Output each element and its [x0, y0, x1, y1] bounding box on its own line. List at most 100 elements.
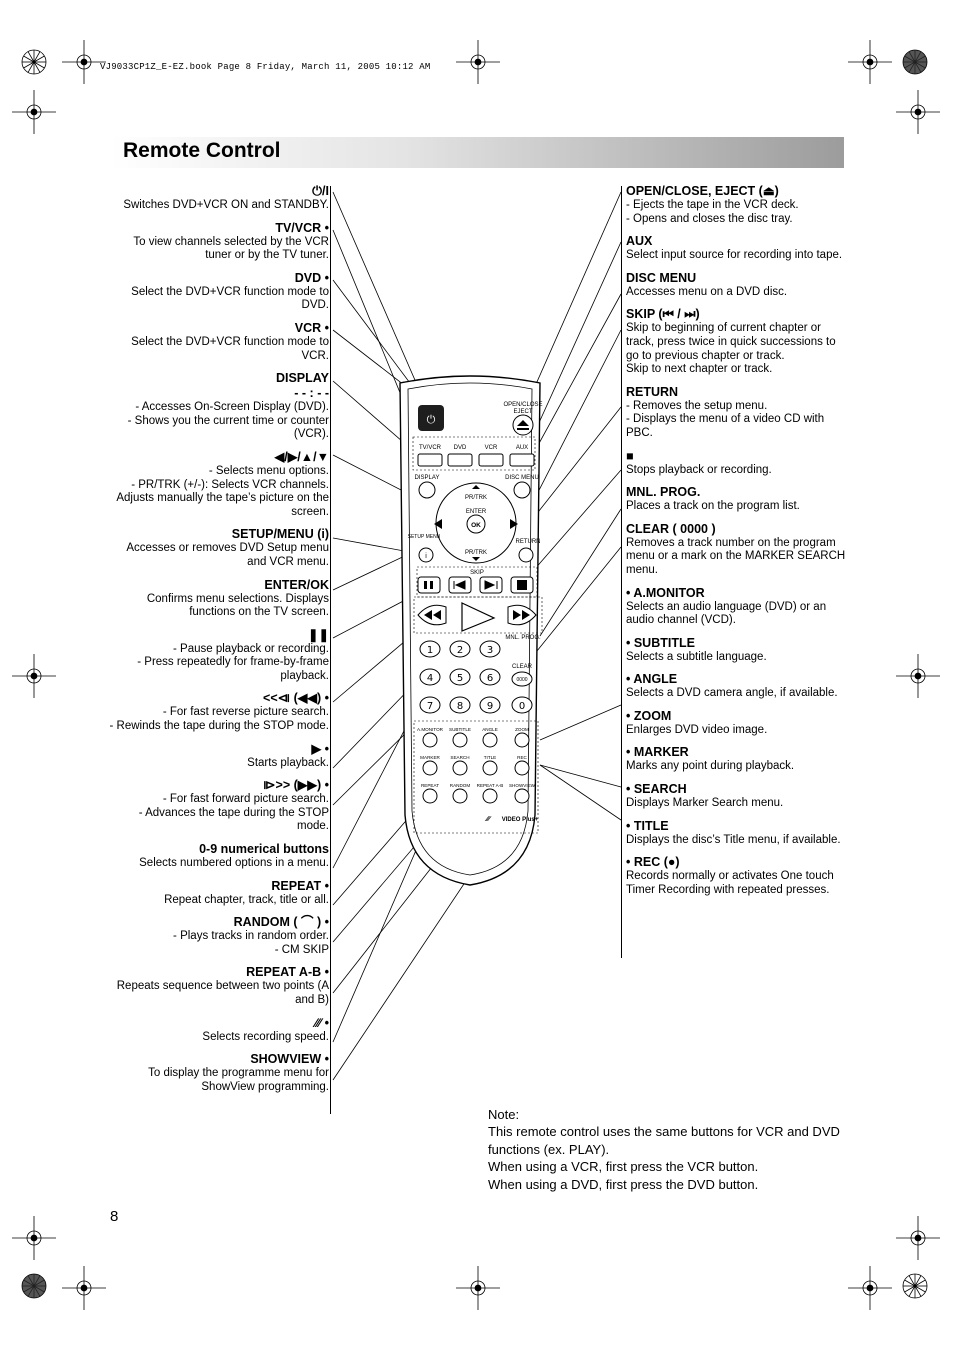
target-ray-icon	[33, 1285, 41, 1297]
return-button[interactable]	[518, 547, 534, 563]
pr-trk-down-label: PR/TRK	[465, 550, 487, 556]
description-item: MNL. PROG.Places a track on the program …	[626, 485, 848, 514]
digit-label: 4	[427, 673, 433, 684]
function-key-button[interactable]	[514, 732, 530, 748]
function-key-button[interactable]	[514, 760, 530, 776]
target-ray-icon	[33, 1275, 41, 1287]
function-key-button[interactable]	[482, 760, 498, 776]
item-description: Enlarges DVD video image.	[626, 723, 768, 736]
target-ray-icon	[33, 55, 45, 63]
item-description: - Pause playback or recording. - Press r…	[137, 642, 329, 682]
disc-menu-button[interactable]	[513, 481, 531, 499]
item-label: AUX	[626, 234, 653, 249]
target-ray-icon	[904, 1279, 916, 1287]
function-key-label: SUBTITLE	[449, 727, 471, 732]
description-item: REPEAT •Repeat chapter, track, title or …	[109, 879, 329, 908]
digit-button[interactable]	[419, 696, 441, 714]
tv-vcr-button[interactable]	[417, 453, 443, 467]
description-item: CLEAR ( 0000 )Removes a track number on …	[626, 522, 848, 578]
digit-button[interactable]	[419, 640, 441, 658]
digit-button[interactable]	[449, 696, 471, 714]
item-label: • ANGLE	[626, 672, 678, 687]
digit-button[interactable]	[449, 668, 471, 686]
rewind-button[interactable]	[417, 604, 447, 626]
item-description: - Plays tracks in random order. - CM SKI…	[173, 930, 329, 956]
item-label: RETURN	[626, 384, 679, 399]
function-key-button[interactable]	[422, 788, 438, 804]
item-description: - Selects menu options. - PR/TRK (+/-): …	[116, 464, 329, 518]
item-label: SETUP/MENU (i)	[231, 527, 329, 542]
play-button[interactable]	[461, 602, 496, 632]
function-key-button[interactable]	[452, 760, 468, 776]
dvd-button[interactable]	[447, 453, 473, 467]
function-key-button[interactable]	[452, 732, 468, 748]
function-key-button[interactable]	[452, 788, 468, 804]
item-description: Selects a DVD camera angle, if available…	[626, 687, 838, 700]
stop-button[interactable]	[510, 576, 534, 594]
skip-forward-button[interactable]	[479, 576, 503, 594]
ok-button[interactable]	[466, 514, 486, 534]
target-ray-icon	[914, 1285, 926, 1293]
item-description: Records normally or activates One touch …	[626, 870, 834, 896]
digit-label: 1	[427, 645, 433, 656]
function-key-button[interactable]	[482, 788, 498, 804]
clear-button[interactable]	[511, 671, 533, 687]
item-label: VCR •	[294, 320, 329, 335]
eject-button[interactable]	[512, 414, 534, 436]
item-description: Displays Marker Search menu.	[626, 797, 784, 810]
registration-dot-icon	[474, 58, 482, 66]
function-key-button[interactable]	[422, 732, 438, 748]
aux-button[interactable]	[509, 453, 535, 467]
function-key-button[interactable]	[482, 732, 498, 748]
arrow-left-icon[interactable]	[434, 519, 442, 529]
item-description: Confirms menu selections. Displays funct…	[146, 592, 329, 619]
digit-button[interactable]	[449, 640, 471, 658]
item-description: Selects a subtitle language.	[626, 650, 767, 663]
digit-button[interactable]	[479, 696, 501, 714]
item-description: Skip to beginning of current chapter or …	[626, 322, 836, 376]
digit-button[interactable]	[419, 668, 441, 686]
arrow-up-icon[interactable]	[472, 485, 480, 489]
item-label: • ZOOM	[626, 708, 672, 723]
power-button[interactable]: ⏻	[418, 405, 444, 431]
digit-button[interactable]	[479, 640, 501, 658]
target-ray-icon	[27, 61, 35, 73]
digit-label: 8	[457, 701, 463, 712]
item-label: ❚❚	[308, 627, 329, 642]
function-key-label: A.MONITOR	[417, 727, 444, 732]
arrow-down-icon[interactable]	[472, 557, 480, 561]
function-key-button[interactable]	[514, 788, 530, 804]
target-ray-icon	[908, 1285, 916, 1297]
item-label: CLEAR ( 0000 )	[626, 521, 716, 536]
fast-forward-button[interactable]	[507, 604, 537, 626]
item-description: Places a track on the program list.	[626, 500, 800, 513]
description-item: ∕∕∕ •Selects recording speed.	[109, 1016, 329, 1045]
arrow-right-icon[interactable]	[510, 519, 518, 529]
description-item: DISPLAY- - : - -- Accesses On-Screen Dis…	[109, 371, 329, 442]
digit-button[interactable]	[479, 668, 501, 686]
item-label: ▶ •	[311, 741, 329, 756]
target-ray-icon	[23, 55, 35, 63]
display-button[interactable]	[418, 481, 436, 499]
item-label: ◀/▶/▲/▼	[274, 449, 329, 464]
digit-button[interactable]	[511, 696, 533, 714]
pause-button[interactable]	[417, 576, 441, 594]
target-ray-icon	[33, 51, 41, 63]
setup-menu-button[interactable]	[418, 547, 434, 563]
item-label: ∕∕∕ •	[314, 1015, 329, 1030]
registration-dot-icon	[80, 58, 88, 66]
item-label: 0-9 numerical buttons	[199, 842, 329, 857]
vcr-button[interactable]	[478, 453, 504, 467]
function-key-button[interactable]	[422, 760, 438, 776]
item-label: SKIP (⏮ / ⏭)	[626, 307, 700, 322]
skip-back-button[interactable]	[448, 576, 472, 594]
item-label: • TITLE	[626, 818, 669, 833]
speed-label: ∕∕∕	[484, 816, 491, 823]
